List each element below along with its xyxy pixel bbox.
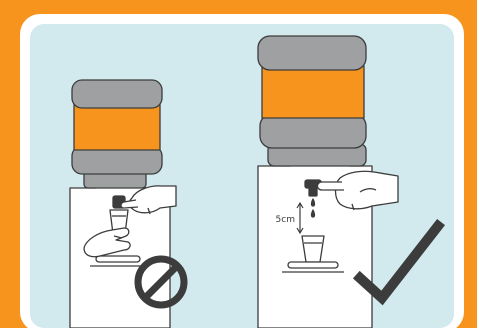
right-cup — [302, 236, 324, 262]
right-tap-spout — [309, 188, 317, 196]
right-bottle-label — [262, 66, 364, 118]
water-drop — [312, 199, 315, 206]
left-drip-tray — [96, 256, 140, 262]
distance-label: 5cm — [276, 215, 295, 225]
right-bottle-top — [258, 36, 366, 70]
right-drip-tray — [288, 262, 338, 268]
left-bottle-top — [72, 80, 162, 108]
water-drop — [312, 210, 315, 217]
right-bottle-lower — [260, 114, 366, 148]
left-bottle-label — [74, 104, 160, 150]
